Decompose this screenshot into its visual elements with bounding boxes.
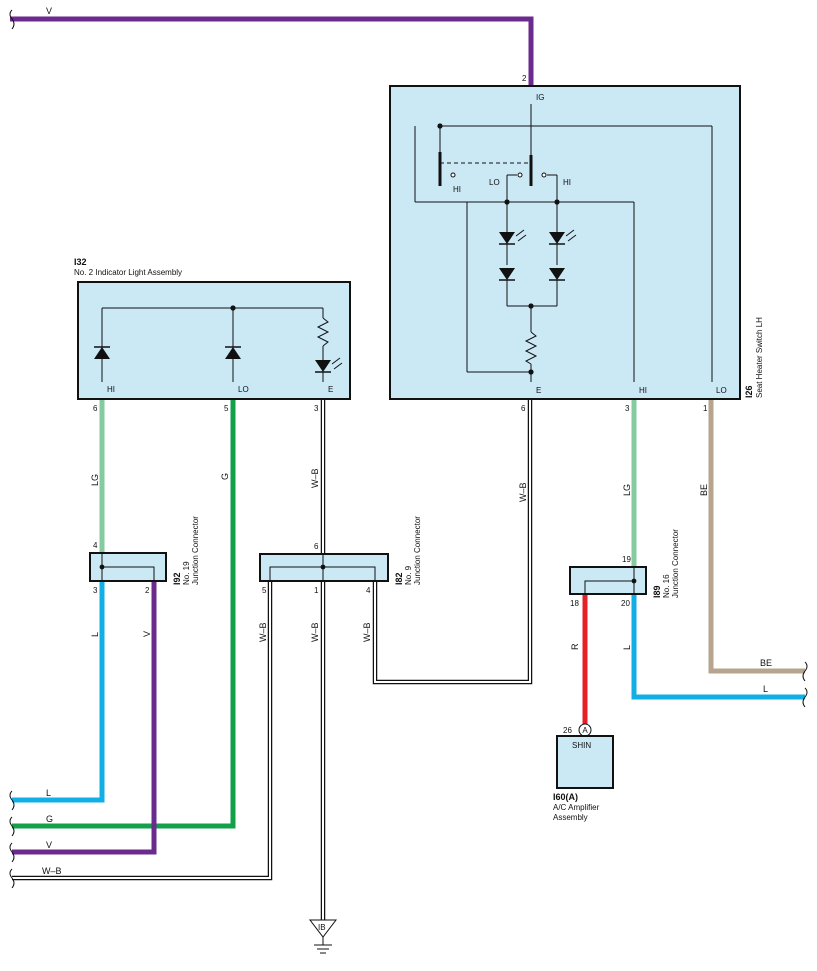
ground-label: IB: [318, 923, 326, 932]
i26-switch-hi-right: HI: [563, 178, 571, 187]
i60-name-1: A/C Amplifier: [553, 803, 600, 812]
i82-pin-b4: 4: [366, 586, 371, 595]
i32-pin-hi: 6: [93, 404, 98, 413]
label-wire-l-left-exit: L: [46, 788, 51, 798]
i32-name: No. 2 Indicator Light Assembly: [74, 268, 182, 277]
i32-code: I32: [74, 257, 87, 267]
i32-box: [77, 281, 351, 400]
label-wire-v-i92: V: [142, 631, 152, 637]
i26-resistor: [524, 331, 538, 365]
i26-led-hi: [549, 229, 577, 265]
i82-name-2: Junction Connector: [413, 516, 422, 585]
i26-switch-lo: LO: [489, 178, 500, 187]
label-wire-g-left-exit: G: [46, 814, 53, 824]
i89-name-1: No. 16: [662, 574, 671, 598]
i32-internal: [101, 307, 324, 382]
i26-switch-hi-left: HI: [453, 185, 461, 194]
label-wire-wb-i26: W–B: [518, 482, 528, 502]
i82-pin-b5: 5: [262, 586, 267, 595]
i32-pin-hi-label: HI: [107, 385, 115, 394]
i26-code: I26: [744, 385, 754, 398]
label-wire-wb-left-exit: W–B: [42, 866, 62, 876]
i60-pin: 26: [563, 726, 572, 735]
i26-pin-hi-label: HI: [639, 386, 647, 395]
i32-pin-e: 3: [314, 404, 319, 413]
wire-l-left: [12, 581, 105, 803]
label-wire-l-i92: L: [90, 632, 100, 637]
label-wire-wb-b5: W–B: [258, 622, 268, 642]
i92-pin-top: 4: [93, 541, 98, 550]
label-wire-l-i89: L: [622, 645, 632, 650]
i32-junction-dot: [230, 305, 236, 311]
wire-wb-i26: [372, 399, 533, 685]
wire-l-right: [631, 594, 805, 700]
wire-wb-b5: [12, 581, 273, 881]
wire-be: [708, 399, 805, 674]
label-wire-v-top: V: [46, 6, 52, 16]
i92-name-1: No. 19: [182, 561, 191, 585]
label-wire-wb-i32: W–B: [310, 468, 320, 488]
label-wire-be-exit: BE: [760, 658, 772, 668]
i26-pin-ig-label: IG: [536, 93, 544, 102]
i82-dot: [320, 564, 326, 570]
i82-pin-top: 6: [314, 542, 319, 551]
i32-diode-hi: [94, 346, 110, 359]
i32-pin-lo: 5: [224, 404, 229, 413]
label-wire-lg-left: LG: [90, 474, 100, 486]
i32-led: [315, 357, 343, 373]
i82-name-1: No. 9: [404, 565, 413, 585]
label-wire-be-right: BE: [699, 484, 709, 496]
i26-pin-e: 6: [521, 404, 526, 413]
i26-box: [389, 85, 741, 400]
i26-contact-dots: [437, 123, 560, 375]
i26-pin-lo-label: LO: [716, 386, 727, 395]
i92-name-2: Junction Connector: [191, 516, 200, 585]
i26-pin-e-label: E: [536, 386, 541, 395]
i89-name-2: Junction Connector: [671, 529, 680, 598]
i89-pin-br: 20: [621, 599, 630, 608]
label-wire-wb-b1: W–B: [310, 622, 320, 642]
i60-pin-conn: A: [582, 726, 588, 735]
i82-pin-b1: 1: [314, 586, 319, 595]
i32-diode-lo: [225, 346, 241, 359]
i26-led-lo: [499, 229, 527, 265]
label-wire-g: G: [220, 473, 230, 480]
label-wire-v-left-exit: V: [46, 840, 52, 850]
label-wire-lg-right: LG: [622, 484, 632, 496]
i92-code: I92: [172, 572, 182, 585]
i26-pin-lo: 1: [703, 404, 708, 413]
i32-resistor: [316, 317, 330, 347]
i60-name-2: Assembly: [553, 813, 588, 822]
wire-v-left: [12, 581, 157, 855]
i32-pin-lo-label: LO: [238, 385, 249, 394]
wire-g: [12, 399, 236, 829]
i92-dot: [99, 564, 105, 570]
wire-breaks: [9, 9, 808, 889]
i26-pin-hi: 3: [625, 404, 630, 413]
i26-pin-ig: 2: [522, 74, 527, 83]
i92-pin-bl: 3: [93, 586, 98, 595]
i89-dot: [631, 578, 637, 584]
i89-pin-top: 19: [622, 555, 631, 564]
i89-code: I89: [652, 585, 662, 598]
i60-box: [556, 735, 614, 789]
i82-code: I82: [394, 572, 404, 585]
label-wire-wb-b4: W–B: [362, 622, 372, 642]
i60-terminal: SHIN: [572, 741, 591, 750]
label-wire-l-exit: L: [763, 684, 768, 694]
i89-pin-bl: 18: [570, 599, 579, 608]
i32-pin-e-label: E: [328, 385, 333, 394]
i26-diode-hi: [549, 268, 565, 281]
i26-name: Seat Heater Switch LH: [755, 317, 764, 398]
wire-v-top: [10, 16, 534, 86]
i26-diode-lo: [499, 268, 515, 281]
i60-code: I60(A): [553, 792, 578, 802]
label-wire-r: R: [570, 643, 580, 650]
ground-symbol: [308, 919, 338, 954]
i92-pin-br: 2: [145, 586, 150, 595]
